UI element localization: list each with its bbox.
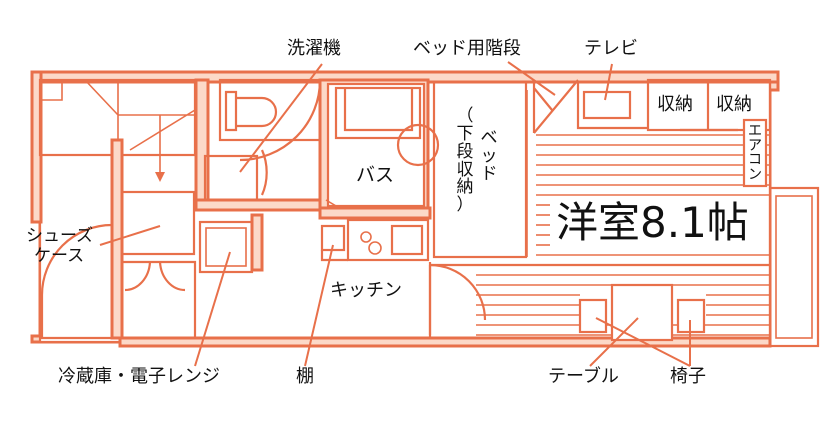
label-bed: ベッド xyxy=(480,128,498,184)
label-bath: バス xyxy=(356,164,395,186)
label-storage-1: 収納 xyxy=(657,94,693,115)
label-bed-stairs: ベッド用階段 xyxy=(413,38,521,59)
label-shelf: 棚 xyxy=(296,366,314,387)
bath xyxy=(318,78,440,213)
leader-lines xyxy=(99,61,691,367)
entrance-door xyxy=(40,223,113,340)
label-bed-sub: （下段収納） xyxy=(456,106,474,216)
label-shoe-case-1: シューズ xyxy=(26,226,94,246)
label-fridge-range: 冷蔵庫・電子レンジ xyxy=(58,366,220,387)
label-table: テーブル xyxy=(548,366,619,387)
room-door xyxy=(429,263,487,321)
shoe-case xyxy=(120,190,196,256)
label-chair: 椅子 xyxy=(670,366,706,387)
loft-bed xyxy=(432,80,528,259)
washroom-door xyxy=(260,149,268,196)
label-tv: テレビ xyxy=(584,38,638,59)
bed-stairs xyxy=(532,79,579,134)
shoe-case-doors xyxy=(122,260,197,338)
label-room: 洋室8.1帖 xyxy=(552,200,753,246)
aircon xyxy=(742,118,768,188)
balcony xyxy=(768,186,820,348)
label-shoe-case-2: ケース xyxy=(34,246,85,266)
fridge-wall xyxy=(250,213,264,272)
floor-stripes xyxy=(476,134,770,336)
label-washing-machine: 洗濯機 xyxy=(287,38,341,59)
washroom-wall xyxy=(194,198,322,212)
storage xyxy=(646,78,772,132)
label-aircon: エアコン xyxy=(748,123,762,184)
label-kitchen: キッチン xyxy=(330,280,402,301)
chair-left xyxy=(578,298,608,334)
label-storage-2: 収納 xyxy=(716,94,752,115)
